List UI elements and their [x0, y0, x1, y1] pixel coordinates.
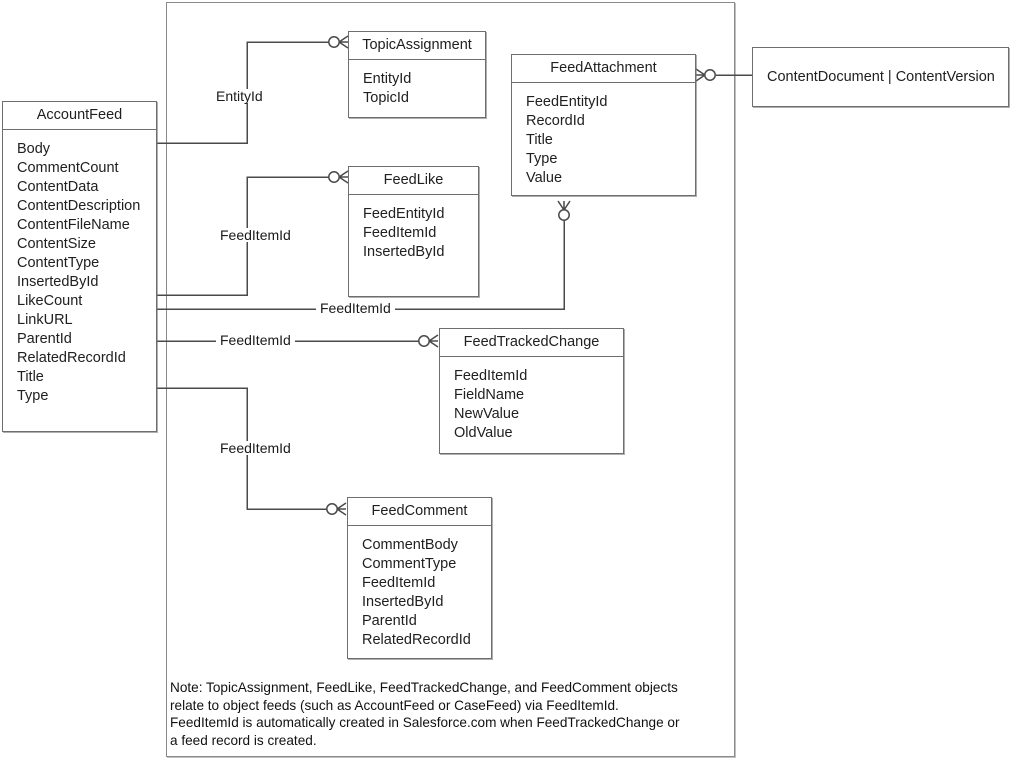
entity-feedtrackedchange-fields: FeedItemId FieldName NewValue OldValue [440, 357, 623, 451]
entity-topicassignment-title: TopicAssignment [349, 32, 485, 60]
field: ParentId [17, 330, 72, 347]
field: Type [526, 150, 558, 167]
entity-contentdocument-title: ContentDocument | ContentVersion [767, 69, 995, 85]
entity-feedlike-fields: FeedEntityId FeedItemId InsertedById [349, 195, 478, 270]
entity-feedlike-title: FeedLike [349, 167, 478, 195]
entity-feedattachment-title: FeedAttachment [512, 55, 695, 83]
entity-feedattachment[interactable]: FeedAttachment FeedEntityId RecordId Tit… [511, 54, 696, 196]
entity-accountfeed[interactable]: AccountFeed Body CommentCount ContentDat… [2, 101, 157, 432]
field: TopicId [363, 89, 409, 106]
field: Body [17, 140, 51, 157]
edge-label-feeditemid-feedlike: FeedItemId [216, 228, 295, 242]
entity-accountfeed-title: AccountFeed [3, 102, 156, 130]
field: ContentType [17, 254, 100, 271]
entity-feedlike[interactable]: FeedLike FeedEntityId FeedItemId Inserte… [348, 166, 479, 297]
field: FeedEntityId [363, 205, 445, 222]
field: FeedItemId [454, 367, 528, 384]
field: Title [17, 368, 44, 385]
entity-feedattachment-fields: FeedEntityId RecordId Title Type Value [512, 83, 695, 196]
field: Type [17, 387, 49, 404]
entity-topicassignment[interactable]: TopicAssignment EntityId TopicId [348, 31, 486, 118]
entity-feedtrackedchange-title: FeedTrackedChange [440, 329, 623, 357]
field: FeedEntityId [526, 93, 608, 110]
diagram-note: Note: TopicAssignment, FeedLike, FeedTra… [170, 680, 680, 748]
entity-topicassignment-fields: EntityId TopicId [349, 60, 485, 116]
edge-label-entityid: EntityId [212, 89, 267, 103]
field: FieldName [454, 386, 525, 403]
field: RelatedRecordId [362, 631, 471, 648]
field: NewValue [454, 405, 520, 422]
feed-objects-group-frame [166, 2, 735, 757]
field: CommentCount [17, 159, 119, 176]
field: Value [526, 169, 563, 186]
field: ContentSize [17, 235, 96, 252]
field: InsertedById [362, 593, 444, 610]
field: LinkURL [17, 311, 73, 328]
entity-contentdocument[interactable]: ContentDocument | ContentVersion [752, 47, 1009, 107]
entity-feedcomment[interactable]: FeedComment CommentBody CommentType Feed… [347, 497, 492, 659]
field: ContentFileName [17, 216, 130, 233]
field: ContentDescription [17, 197, 141, 214]
field: CommentBody [362, 536, 458, 553]
edge-label-feeditemid-feedattachment: FeedItemId [316, 301, 395, 315]
field: ParentId [362, 612, 417, 629]
field: CommentType [362, 555, 457, 572]
field: RelatedRecordId [17, 349, 126, 366]
field: FeedItemId [363, 224, 437, 241]
field: RecordId [526, 112, 585, 129]
field: OldValue [454, 424, 513, 441]
entity-accountfeed-fields: Body CommentCount ContentData ContentDes… [3, 130, 156, 414]
field: Title [526, 131, 553, 148]
field: LikeCount [17, 292, 83, 309]
field: InsertedById [363, 243, 445, 260]
field: InsertedById [17, 273, 99, 290]
entity-feedcomment-fields: CommentBody CommentType FeedItemId Inser… [348, 526, 491, 658]
edge-label-feeditemid-feedtrackedchange: FeedItemId [216, 333, 295, 347]
field: FeedItemId [362, 574, 436, 591]
entity-feedcomment-title: FeedComment [348, 498, 491, 526]
field: ContentData [17, 178, 99, 195]
edge-label-feeditemid-feedcomment: FeedItemId [216, 441, 295, 455]
entity-feedtrackedchange[interactable]: FeedTrackedChange FeedItemId FieldName N… [439, 328, 624, 454]
field: EntityId [363, 70, 412, 87]
